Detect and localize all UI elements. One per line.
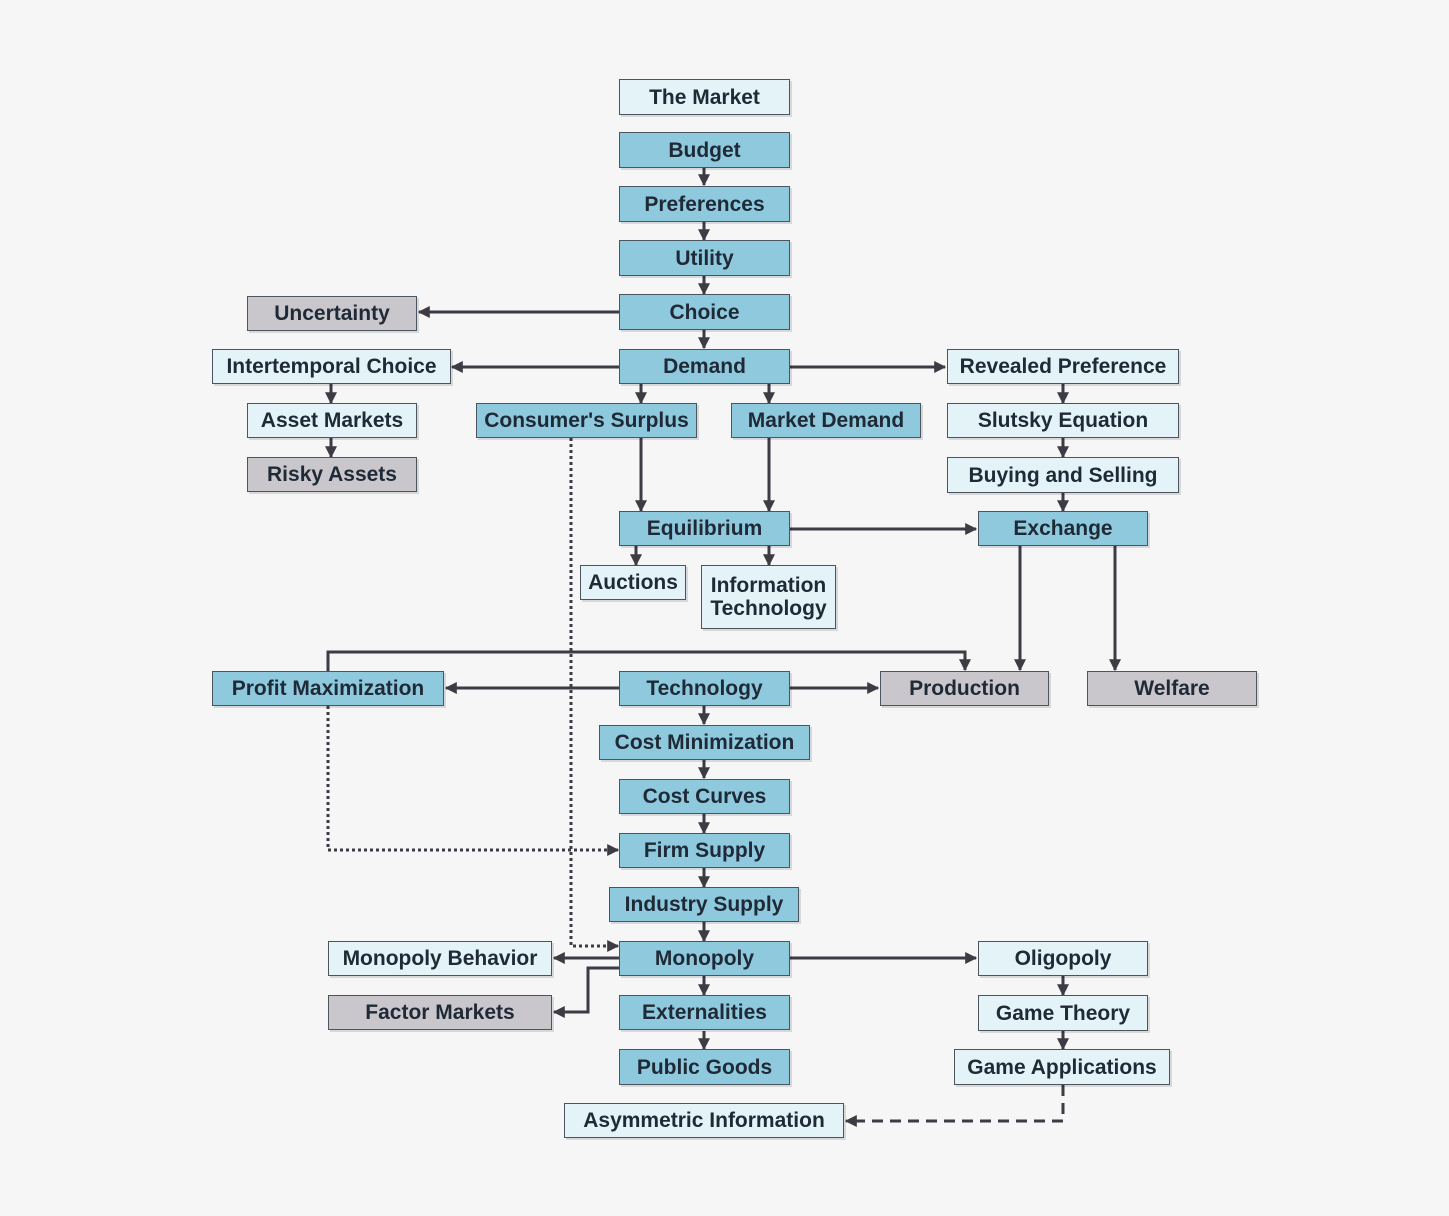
node-equilibrium: Equilibrium <box>619 511 790 546</box>
node-buying-and-selling: Buying and Selling <box>947 457 1179 493</box>
node-externalities: Externalities <box>619 995 790 1030</box>
node-production: Production <box>880 671 1049 706</box>
node-exchange: Exchange <box>978 511 1148 546</box>
node-game-applications: Game Applications <box>954 1049 1170 1085</box>
node-monopoly-behavior: Monopoly Behavior <box>328 941 552 976</box>
node-oligopoly: Oligopoly <box>978 941 1148 976</box>
node-public-goods: Public Goods <box>619 1049 790 1085</box>
node-technology: Technology <box>619 671 790 706</box>
node-intertemporal-choice: Intertemporal Choice <box>212 349 451 384</box>
node-factor-markets: Factor Markets <box>328 995 552 1030</box>
dotted-arrow-profit-maximization-firm-supply <box>326 706 620 856</box>
node-risky-assets: Risky Assets <box>247 457 417 492</box>
node-revealed-preference: Revealed Preference <box>947 349 1179 384</box>
node-auctions: Auctions <box>580 565 686 600</box>
node-choice: Choice <box>619 294 790 330</box>
node-cost-minimization: Cost Minimization <box>599 725 810 760</box>
node-consumers-surplus: Consumer's Surplus <box>476 403 697 438</box>
dotted-arrow-consumers-surplus-monopoly <box>569 438 620 952</box>
node-game-theory: Game Theory <box>978 995 1148 1031</box>
node-information-technology: Information Technology <box>701 565 836 629</box>
node-profit-maximization: Profit Maximization <box>212 671 444 706</box>
node-industry-supply: Industry Supply <box>609 887 799 922</box>
node-utility: Utility <box>619 240 790 276</box>
node-asymmetric-information: Asymmetric Information <box>564 1103 844 1138</box>
node-firm-supply: Firm Supply <box>619 833 790 868</box>
node-welfare: Welfare <box>1087 671 1257 706</box>
node-budget: Budget <box>619 132 790 168</box>
node-asset-markets: Asset Markets <box>247 403 417 438</box>
dashed-arrow-game-applications-asymmetric-information <box>844 1085 1065 1127</box>
node-demand: Demand <box>619 349 790 384</box>
arrow-profit-maximization-production <box>326 650 971 672</box>
node-cost-curves: Cost Curves <box>619 779 790 814</box>
node-monopoly: Monopoly <box>619 941 790 976</box>
node-the-market: The Market <box>619 79 790 115</box>
node-slutsky-equation: Slutsky Equation <box>947 403 1179 438</box>
node-preferences: Preferences <box>619 186 790 222</box>
node-market-demand: Market Demand <box>731 403 921 438</box>
arrow-monopoly-factor-markets <box>552 966 619 1018</box>
node-uncertainty: Uncertainty <box>247 296 417 331</box>
